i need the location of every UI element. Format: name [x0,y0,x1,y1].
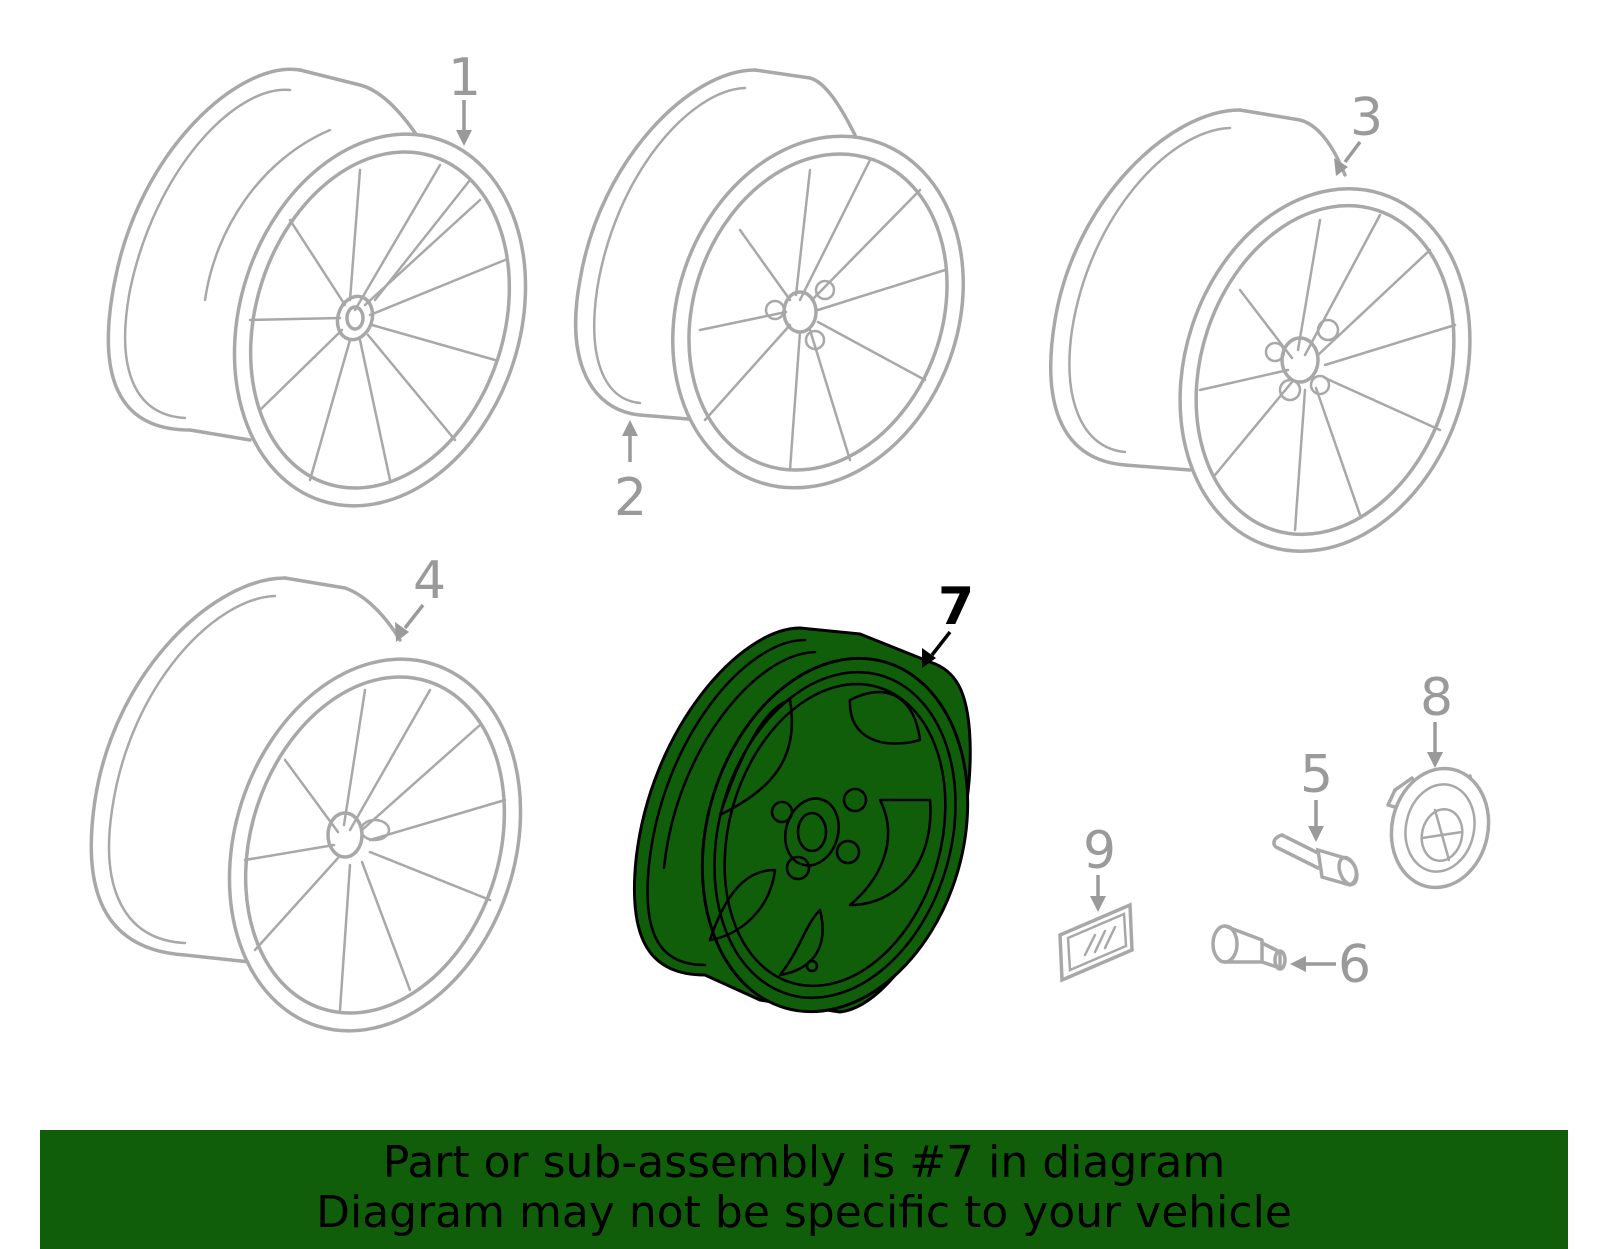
callout-2: 2 [614,420,647,528]
wheel-2-illustration[interactable] [573,68,1011,529]
callout-9: 9 [1083,821,1116,912]
callout-label-7: 7 [938,577,974,637]
callout-label-1: 1 [448,48,481,108]
callout-label-6: 6 [1338,935,1371,995]
callout-label-8: 8 [1420,668,1453,728]
emblem-badge-illustration[interactable] [1058,902,1134,983]
callout-label-5: 5 [1300,745,1333,805]
callout-label-4: 4 [413,551,446,611]
valve-stem-illustration[interactable] [1211,924,1287,971]
callout-label-9: 9 [1083,821,1116,881]
callout-5: 5 [1300,745,1333,842]
callout-label-3: 3 [1350,88,1383,148]
callout-8: 8 [1420,668,1453,768]
wheel-7-spare-illustration-highlighted[interactable] [632,626,1007,1044]
info-banner: Part or sub-assembly is #7 in diagram Di… [40,1130,1568,1249]
banner-line-disclaimer: Diagram may not be specific to your vehi… [316,1187,1292,1238]
parts-diagram: 1 2 [89,48,1516,1069]
wheel-4-illustration[interactable] [89,576,567,1069]
callout-6: 6 [1290,935,1371,995]
callout-3: 3 [1334,88,1383,176]
wheel-1-illustration[interactable] [106,67,572,544]
banner-line-part-number: Part or sub-assembly is #7 in diagram [382,1137,1226,1188]
center-cap-illustration[interactable] [1381,759,1500,896]
callout-1: 1 [448,48,481,146]
wheel-3-illustration[interactable] [1049,108,1516,589]
callout-4: 4 [395,551,446,642]
wheel-bolt-illustration[interactable] [1272,833,1360,887]
callout-7: 7 [922,577,974,668]
callout-label-2: 2 [614,468,647,528]
